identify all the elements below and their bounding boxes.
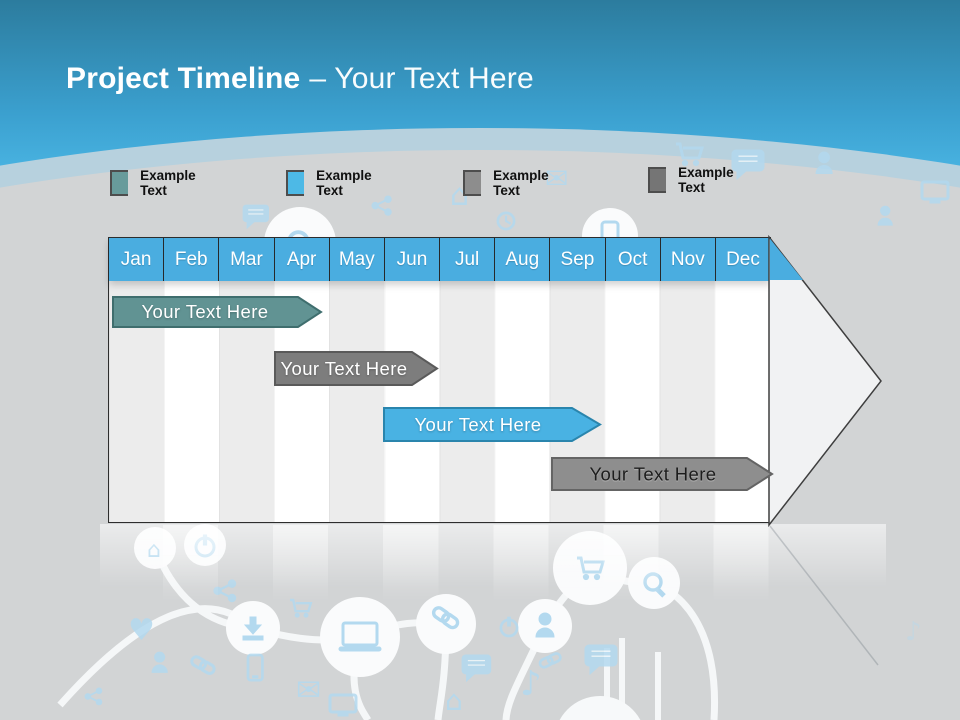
legend-item-1: Example Text [110, 168, 203, 198]
month-header-aug: Aug [495, 238, 551, 281]
page-title: Project Timeline– Your Text Here [66, 62, 534, 96]
legend-item-2: Example Text [286, 168, 379, 198]
bar-1-shape [112, 296, 323, 328]
month-header-nov: Nov [661, 238, 716, 281]
legend-swatch-teal [110, 170, 129, 196]
bar-2-label: Your Text Here [281, 358, 408, 379]
month-header-dec: Dec [726, 248, 760, 270]
month-header-jun: Jun [385, 238, 441, 281]
title-rest: – Your Text Here [309, 62, 534, 95]
timeline-bar-1: Your Text Here [112, 296, 323, 328]
timeline-arrow-head [768, 234, 882, 528]
bar-2-shape [274, 351, 439, 386]
timeline-bar-2: Your Text Here [274, 351, 439, 386]
bar-4-label: Your Text Here [590, 464, 717, 485]
legend-label: Example Text [493, 168, 549, 198]
bar-4-shape [551, 457, 774, 491]
legend-label: Example Text [316, 168, 372, 198]
arrow-head-shape [768, 234, 882, 528]
legend-item-3: Example Text [463, 168, 556, 198]
timeline-bar-4: Your Text Here [551, 457, 774, 491]
month-header-row: Jan Feb Mar Apr May Jun Jul Aug Sep Oct … [109, 238, 770, 281]
timeline-bar-3: Your Text Here [383, 407, 602, 442]
legend-swatch-darkgray [648, 167, 667, 193]
month-header-apr: Apr [275, 238, 330, 281]
bar-1-label: Your Text Here [142, 301, 269, 322]
month-header-jan: Jan [109, 238, 165, 281]
month-header-may: May [330, 238, 385, 281]
timeline-table: Jan Feb Mar Apr May Jun Jul Aug Sep Oct … [108, 237, 771, 523]
legend-swatch-blue [286, 170, 305, 196]
legend-label: Example Text [678, 165, 734, 195]
bar-3-shape [383, 407, 602, 442]
table-reflection-stripes [108, 525, 771, 617]
title-bold: Project Timeline [66, 62, 301, 95]
month-header-mar: Mar [219, 238, 275, 281]
month-header-sep: Sep [550, 238, 606, 281]
legend-label: Example Text [140, 168, 196, 198]
legend-item-4: Example Text [648, 165, 741, 195]
legend-swatch-gray [463, 170, 482, 196]
bar-3-label: Your Text Here [415, 414, 542, 435]
month-header-jul: Jul [440, 238, 496, 281]
month-header-feb: Feb [164, 238, 220, 281]
month-header-oct: Oct [606, 238, 661, 281]
